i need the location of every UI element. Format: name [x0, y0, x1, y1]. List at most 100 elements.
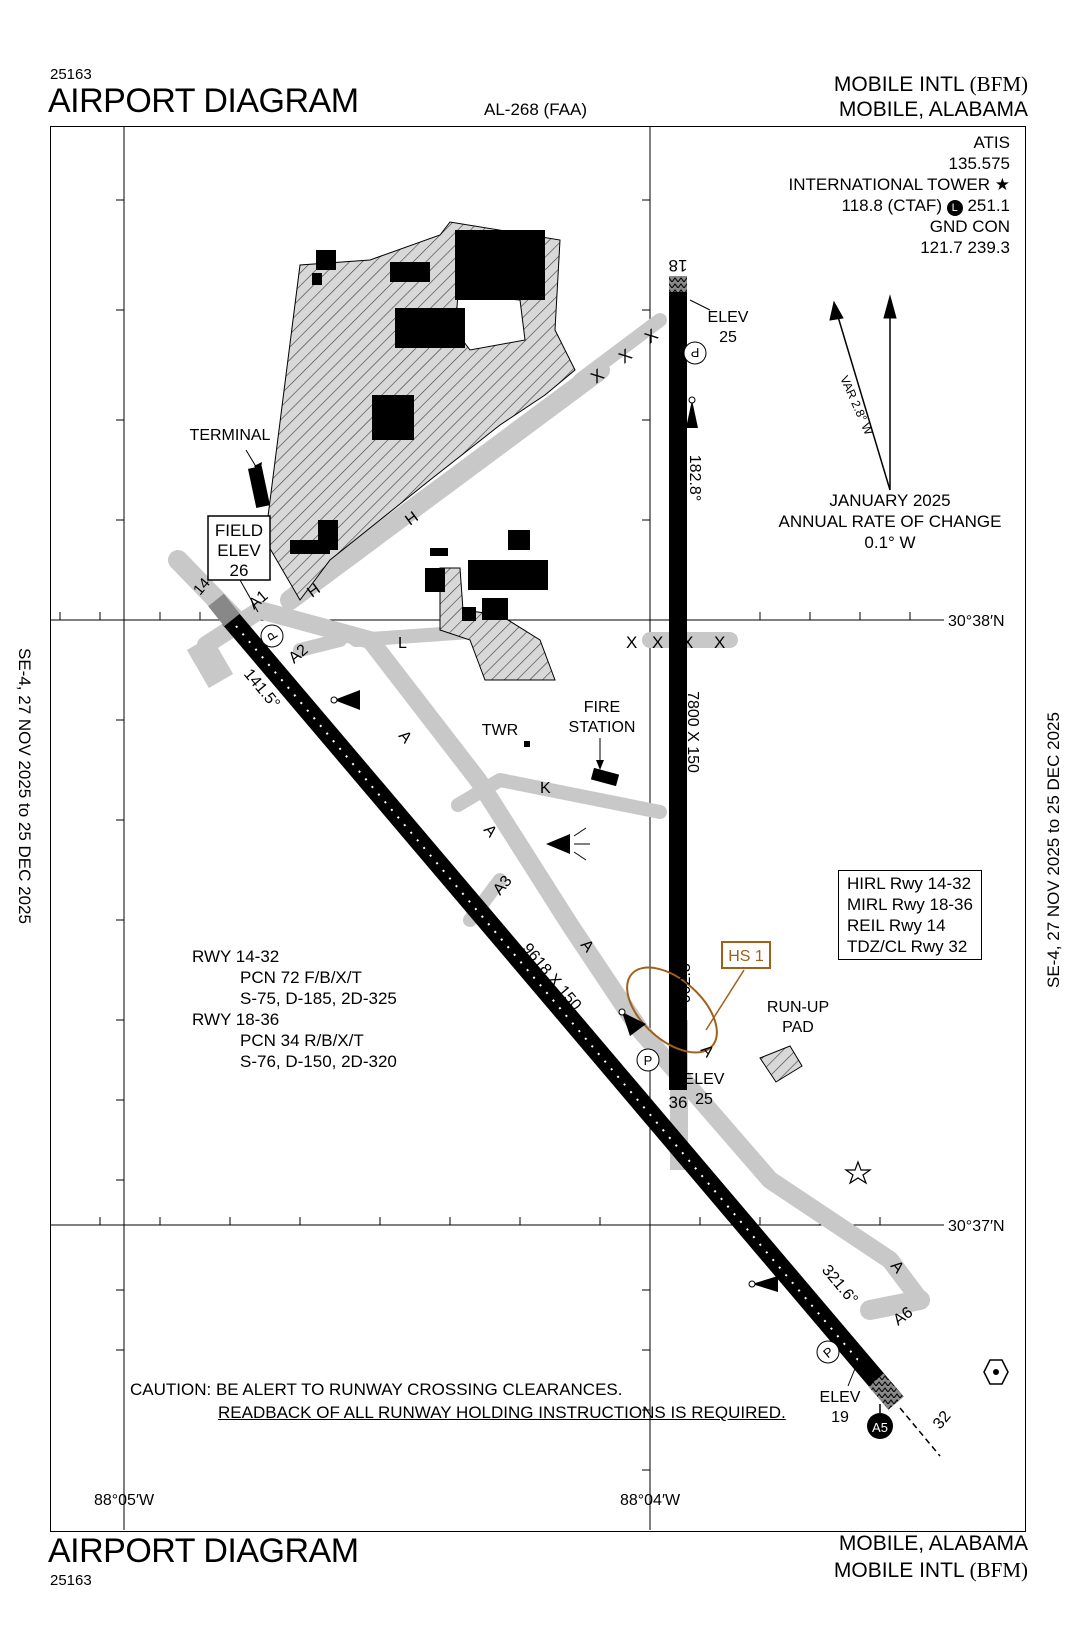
runway-14-32-group: [208, 593, 941, 1457]
beacon-star-icon: [844, 1160, 872, 1185]
chart-title-top: AIRPORT DIAGRAM: [48, 82, 359, 120]
grid-ticks: [59, 199, 911, 1471]
airport-name-top: MOBILE INTL (BFM): [834, 72, 1028, 97]
bldg-center-2: [508, 530, 530, 550]
taxiway-l-label: L: [398, 635, 407, 652]
runway-32-threshold: [868, 1373, 904, 1410]
hotspot-hs1-ellipse: [626, 966, 718, 1054]
fire-station-label-2: STATION: [569, 719, 636, 736]
lighting-line-3: REIL Rwy 14: [847, 916, 946, 935]
elev-18-leader: [689, 299, 711, 311]
airport-id-text: (BFM): [969, 72, 1028, 96]
tower-freq-row: 118.8 (CTAF) L 251.1: [789, 195, 1010, 216]
lon-left-label: 88°05′W: [94, 1492, 155, 1509]
hangar-mid: [395, 308, 465, 348]
a5-symbol-label: A5: [872, 1420, 888, 1435]
hangar-west: [372, 395, 414, 440]
runway-32-label: 32: [930, 1408, 955, 1433]
field-elev-label-1: FIELD: [215, 521, 263, 540]
magnetic-date: JANUARY 2025: [829, 491, 951, 510]
bldg-center-4: [425, 568, 445, 592]
runway-18-threshold: [669, 276, 687, 292]
hotspot-hs1-label: HS 1: [728, 948, 764, 965]
closed-markings: X X X X X X X: [587, 325, 725, 652]
parking-symbols: P P P P: [260, 341, 840, 1364]
pcn-rwy2: RWY 18-36: [192, 1010, 280, 1029]
lighting-box: HIRL Rwy 14-32 MIRL Rwy 18-36 REIL Rwy 1…: [838, 870, 982, 960]
airport-name-text: MOBILE INTL: [833, 73, 964, 96]
taxiway-h: [280, 360, 610, 610]
atis-label: ATIS: [973, 133, 1010, 152]
pcn-block: RWY 14-32 PCN 72 F/B/X/T S-75, D-185, 2D…: [192, 946, 397, 1072]
elev-32-label: ELEV: [820, 1389, 861, 1406]
ramp-cutout: [454, 294, 526, 351]
fire-station-arrowhead: [596, 760, 604, 770]
windsock-4: [752, 1276, 778, 1292]
svg-text:P: P: [691, 345, 700, 360]
runway-14-pad: [186, 635, 234, 689]
runway-36-label: 36: [669, 1093, 688, 1112]
bldg-2: [290, 540, 330, 554]
runway-14-threshold: [208, 593, 240, 627]
chart-title-bottom: AIRPORT DIAGRAM: [48, 1532, 359, 1570]
hotspot-leader: [705, 969, 745, 1031]
elev-18-label: ELEV: [708, 309, 749, 326]
bldg-center-3: [482, 598, 508, 620]
x-mark-2: X: [652, 633, 663, 652]
magnetic-rate-value: 0.1° W: [864, 533, 916, 552]
ground-frequency: 121.7 239.3: [920, 238, 1010, 257]
x-mark-4: X: [714, 633, 725, 652]
elev-18-value: 25: [719, 329, 737, 346]
tower-name: INTERNATIONAL TOWER: [788, 175, 991, 194]
windsock-3: [622, 1012, 646, 1036]
star-icon: ★: [994, 175, 1010, 194]
lighting-l-icon: L: [946, 200, 963, 216]
svg-text:P: P: [644, 1053, 653, 1068]
bldg-center-6: [462, 607, 476, 621]
parking-symbol-1: [683, 341, 707, 365]
procedure-id: AL-268 (FAA): [484, 100, 587, 119]
field-elev-box: [207, 515, 271, 581]
taxiway-k: [451, 773, 667, 819]
a5-symbol-icon: [867, 1413, 893, 1439]
field-elev-value: 26: [230, 561, 249, 580]
runup-pad-area: [759, 1045, 803, 1083]
pcn-rwy1-weights: S-75, D-185, 2D-325: [240, 989, 397, 1008]
runup-label-1: RUN-UP: [767, 999, 829, 1016]
magnetic-north-arrowhead: [829, 300, 844, 321]
magnetic-rate-label: ANNUAL RATE OF CHANGE: [778, 512, 1002, 531]
bldg-n-1: [390, 262, 430, 282]
variation-label: VAR 2.8° W: [837, 374, 876, 438]
windsock-2: [686, 400, 698, 428]
caution-line-2: READBACK OF ALL RUNWAY HOLDING INSTRUCTI…: [218, 1403, 786, 1422]
tower-label-row: INTERNATIONAL TOWER ★: [789, 174, 1011, 195]
lat-lower-label: 30°37′N: [948, 1218, 1005, 1235]
bldg-center-1: [468, 560, 548, 590]
windsocks: [330, 396, 778, 1292]
north-arrows: [829, 294, 897, 491]
airport-id-text-bottom: (BFM): [969, 1558, 1028, 1582]
runup-label-2: PAD: [782, 1019, 814, 1036]
elev-36-label: ELEV: [684, 1071, 725, 1088]
parking-symbol-3: [636, 1048, 660, 1072]
elev-32-value: 19: [831, 1409, 849, 1426]
lon-right-label: 88°04′W: [620, 1492, 681, 1509]
taxiway-a2: [293, 633, 347, 657]
windsock-lighted: [546, 834, 570, 854]
volume-code-bottom: 25163: [50, 1572, 92, 1589]
elev-36-value: 25: [695, 1091, 713, 1108]
pcn-rwy2-pcn: PCN 34 R/B/X/T: [240, 1031, 364, 1050]
fire-station-building: [590, 767, 620, 787]
runway-14-32-centerline-lights: [235, 625, 859, 1361]
city-state-bottom: MOBILE, ALABAMA: [838, 1532, 1028, 1555]
windsock-1: [334, 690, 360, 710]
pcn-rwy1-pcn: PCN 72 F/B/X/T: [240, 968, 362, 987]
lighting-line-4: TDZ/CL Rwy 32: [847, 937, 968, 956]
bldg-nw-1: [316, 250, 336, 270]
tower-label: TWR: [482, 722, 518, 739]
x-mark-1: X: [626, 633, 637, 652]
hotspot-hs1-box: [721, 941, 771, 969]
x-mark-3: X: [682, 633, 693, 652]
runway-18-36-dims: 7800 X 150: [684, 691, 701, 773]
runway-32-approach-lights: [899, 1407, 941, 1457]
